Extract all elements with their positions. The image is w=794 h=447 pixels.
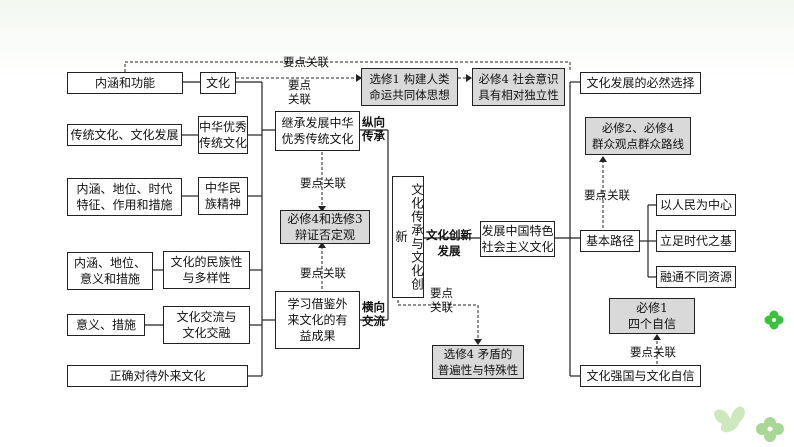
box-wenhua-qiangguo: 文化强国与文化自信 xyxy=(580,365,701,387)
box-minzuxing: 文化的民族性 与多样性 xyxy=(163,251,250,289)
box-jicheng: 继承发展中华 优秀传统文化 xyxy=(275,111,360,151)
main-vertical-text: 文化传承与文化创新 xyxy=(393,183,424,291)
box-bixiu2: 必修2、必修4 群众观点群众路线 xyxy=(585,117,691,155)
link-label-bottom: 要点 关联 xyxy=(430,286,453,314)
box-jiaoliu-jiaorong: 文化交流与 文化交融 xyxy=(163,306,250,344)
link-label-right1: 要点关联 xyxy=(584,188,630,202)
box-bixiu4-xuanxiu3: 必修4和选修3 辩证否定观 xyxy=(280,210,370,244)
label-zongxiang: 纵向 传承 xyxy=(362,115,385,143)
box-wenhua: 文化 xyxy=(200,72,236,94)
label-hengxiang: 横向 交流 xyxy=(362,300,385,328)
box-xuanxiu4: 选修4 矛盾的 普遍性与特殊性 xyxy=(432,345,524,379)
box-biran-xuanze: 文化发展的必然选择 xyxy=(580,72,701,94)
label-chuangxin: 文化创新 发展 xyxy=(426,228,472,258)
box-yiyi-cuoshi: 意义、措施 xyxy=(67,314,145,336)
link-label-mid1: 要点关联 xyxy=(300,176,346,190)
box-chuantong-fazhan: 传统文化、文化发展 xyxy=(67,124,182,146)
box-zhonghua-youxiu: 中华优秀 传统文化 xyxy=(198,116,248,154)
flower-decoration-icon xyxy=(714,406,784,442)
box-renmin: 以人民为中心 xyxy=(656,194,736,216)
box-fazhan-tese: 发展中国特色 社会主义文化 xyxy=(480,221,555,257)
box-xuanxiu1: 选修1 构建人类 命运共同体思想 xyxy=(361,68,458,106)
link-label-top: 要点关联 xyxy=(283,55,329,69)
box-lizu: 立足时代之基 xyxy=(656,230,736,252)
link-label-mid2: 要点关联 xyxy=(300,266,346,280)
box-rongtong: 融通不同资源 xyxy=(656,266,736,288)
box-main-vertical: 文化传承与文化创新 xyxy=(392,176,424,298)
link-label-right2: 要点关联 xyxy=(630,345,676,359)
box-zhengque-duidai: 正确对待外来文化 xyxy=(67,365,248,387)
box-bixiu4-shehui: 必修4 社会意识 具有相对独立性 xyxy=(472,68,565,106)
box-xuexi-jiejian: 学习借鉴外 来文化的有 益成果 xyxy=(275,291,360,349)
box-neihan-diwei: 内涵、地位、时代 特征、作用和措施 xyxy=(67,178,182,216)
box-jiben-lujing: 基本路径 xyxy=(580,230,640,252)
link-label-wenhua: 要点 关联 xyxy=(288,78,311,106)
box-zhonghua-minzu: 中华民 族精神 xyxy=(198,177,248,215)
box-neihan-gongneng: 内涵和功能 xyxy=(67,72,183,94)
box-neihan-diwei-yiyi: 内涵、地位、 意义和措施 xyxy=(67,252,153,290)
clover-icon xyxy=(764,310,784,330)
box-bixiu1: 必修1 四个自信 xyxy=(609,298,695,334)
